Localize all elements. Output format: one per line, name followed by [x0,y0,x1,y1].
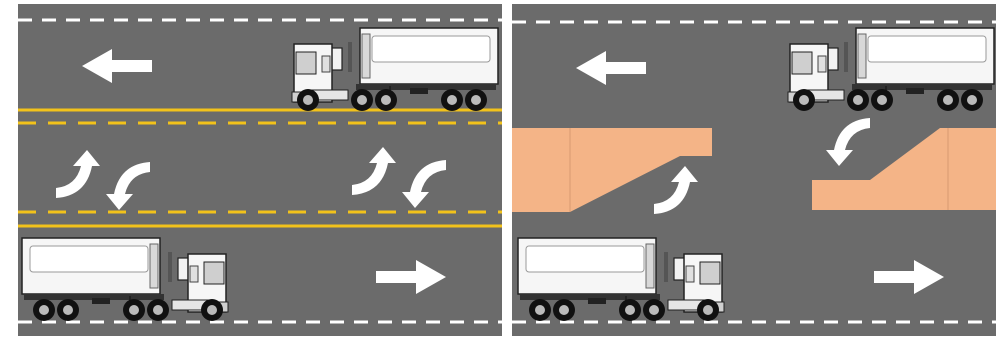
raised-median-left [512,128,712,212]
two-way-left-turn-lane-markings [18,108,502,228]
panel-divider [502,0,512,340]
raised-median-right [812,128,996,210]
